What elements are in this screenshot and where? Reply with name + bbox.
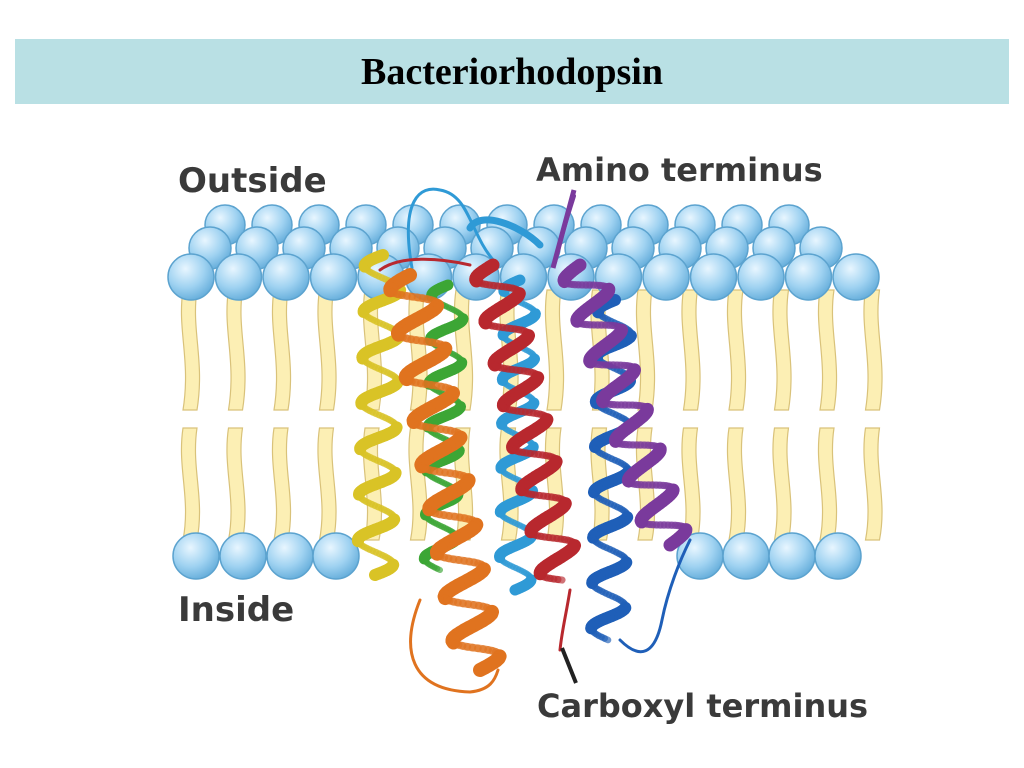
lipid-tail	[772, 427, 792, 541]
lipid-head	[266, 532, 314, 580]
lipid-tail	[863, 289, 883, 411]
lipid-tail	[817, 427, 838, 541]
outside-label: Outside	[178, 161, 327, 201]
lipid-head	[262, 253, 310, 301]
lipid-head	[219, 532, 267, 580]
lipid-head	[172, 532, 220, 580]
lipid-head	[768, 532, 816, 580]
helix-2	[585, 294, 637, 644]
beta-hairpin-loop	[466, 216, 544, 249]
lipid-tail	[317, 289, 337, 411]
extracellular-loop-blue	[406, 187, 497, 270]
lipid-head	[312, 532, 360, 580]
lipid-head	[784, 253, 833, 301]
lipid-head	[814, 532, 862, 580]
amino-terminus-label: Amino terminus	[536, 151, 823, 189]
lipid-tail	[271, 289, 292, 411]
lipid-tail	[226, 427, 246, 541]
title-bar: Bacteriorhodopsin	[15, 39, 1009, 104]
protein-helices	[351, 187, 693, 694]
lipid-head	[832, 253, 880, 301]
helix-7	[351, 249, 407, 581]
lipid-head	[737, 253, 785, 301]
carboxyl-terminus-pointer	[560, 647, 578, 684]
carboxyl-terminus-label: Carboxyl terminus	[537, 687, 868, 725]
lipid-tail	[681, 289, 701, 411]
lipid-tail	[226, 289, 246, 411]
lipid-tail	[408, 427, 428, 541]
lipid-tail	[271, 427, 292, 541]
lipid-head	[309, 253, 358, 301]
helix-1	[557, 258, 693, 552]
lipid-tail	[726, 289, 747, 411]
lipid-head	[167, 253, 215, 301]
helix-6	[383, 268, 507, 677]
lipid-tail	[180, 427, 201, 541]
lipid-head	[642, 253, 690, 301]
lipid-tail	[544, 289, 565, 411]
lipid-tail	[772, 289, 792, 411]
lipid-head	[214, 253, 263, 301]
lipid-heads-inner-leaflet	[172, 532, 862, 580]
intracellular-loop-blue	[618, 538, 692, 653]
lipid-tail	[635, 289, 656, 411]
page-title: Bacteriorhodopsin	[361, 50, 663, 93]
lipid-tail	[817, 289, 838, 411]
helix-3	[469, 258, 581, 584]
lipid-tail	[681, 427, 701, 541]
lipid-tail	[726, 427, 747, 541]
lipid-head	[722, 532, 770, 580]
carboxyl-terminus-tail	[558, 588, 572, 652]
lipid-tail	[180, 289, 201, 411]
amino-terminus-pointer	[550, 189, 577, 269]
lipid-tail	[863, 427, 883, 541]
extracellular-loop-red	[378, 257, 472, 272]
lipid-head	[689, 253, 738, 301]
intracellular-loop-orange	[409, 598, 500, 694]
inside-label: Inside	[178, 590, 294, 630]
lipid-tail	[317, 427, 337, 541]
